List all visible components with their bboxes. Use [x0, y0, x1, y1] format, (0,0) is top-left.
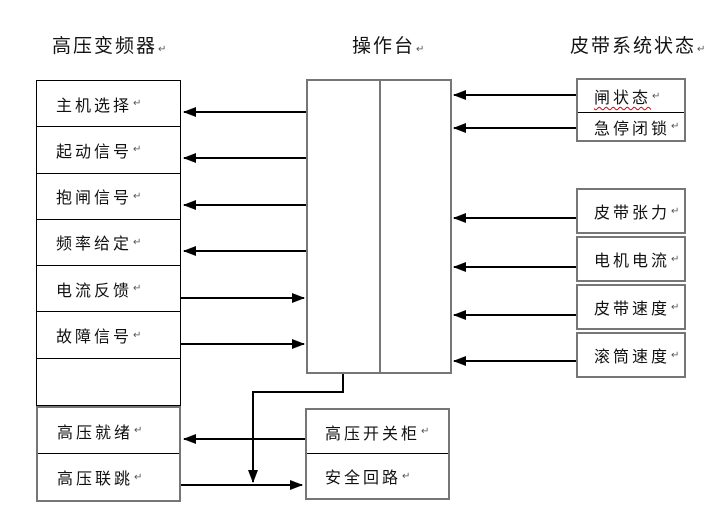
console-divider — [379, 81, 381, 372]
hv-ready-trip-box: 高压就绪↵ 高压联跳↵ — [36, 406, 181, 502]
paragraph-mark: ↵ — [133, 98, 142, 110]
header-label: 操作台 — [352, 36, 416, 57]
paragraph-mark: ↵ — [133, 329, 142, 341]
box-host-select: 主机选择↵ — [37, 81, 180, 128]
paragraph-mark: ↵ — [416, 44, 425, 55]
box-label: 故障信号 — [56, 329, 133, 347]
box-label: 安全回路 — [325, 470, 402, 487]
box-label: 电机电流 — [594, 253, 671, 270]
box-label: 高压开关柜 — [325, 425, 421, 443]
header-belt-status: 皮带系统状态↵ — [570, 31, 705, 58]
box-hv-interlock-trip: 高压联跳↵ — [38, 454, 179, 500]
paragraph-mark: ↵ — [134, 471, 143, 483]
gate-estop-box: 闸状态↵ 急停闭锁↵ — [576, 78, 686, 142]
box-safety-loop: 安全回路↵ — [307, 454, 448, 498]
box-label: 滚筒速度 — [594, 349, 671, 366]
box-label: 闸状态 — [594, 90, 652, 107]
paragraph-mark: ↵ — [671, 121, 680, 132]
box-current-feedback: 电流反馈↵ — [37, 266, 180, 313]
switchgear-safety-box: 高压开关柜↵ 安全回路↵ — [305, 408, 450, 500]
paragraph-mark: ↵ — [697, 44, 706, 55]
box-label: 频率给定 — [56, 236, 133, 254]
header-label: 高压变频器 — [52, 36, 158, 57]
box-gate-status: 闸状态↵ — [578, 80, 684, 113]
box-label: 主机选择 — [56, 97, 133, 115]
header-hv-inverter: 高压变频器↵ — [52, 31, 166, 58]
paragraph-mark: ↵ — [134, 425, 143, 436]
box-belt-tension: 皮带张力↵ — [576, 188, 686, 234]
paragraph-mark: ↵ — [133, 236, 142, 248]
box-label: 皮带速度 — [594, 301, 671, 318]
box-fault-signal: 故障信号↵ — [37, 312, 180, 359]
box-label: 起动信号 — [56, 143, 133, 161]
header-console: 操作台↵ — [352, 31, 424, 58]
paragraph-mark: ↵ — [671, 301, 680, 313]
box-drum-speed: 滚筒速度↵ — [576, 332, 686, 378]
paragraph-mark: ↵ — [133, 144, 142, 156]
box-start-signal: 起动信号↵ — [37, 127, 180, 174]
box-empty-cell — [37, 359, 180, 405]
hv-inverter-signal-stack: 主机选择↵ 起动信号↵ 抱闸信号↵ 频率给定↵ 电流反馈↵ 故障信号↵ — [36, 80, 181, 406]
paragraph-mark: ↵ — [133, 283, 142, 295]
paragraph-mark: ↵ — [402, 470, 411, 482]
box-motor-current: 电机电流↵ — [576, 236, 686, 282]
paragraph-mark: ↵ — [158, 44, 167, 55]
paragraph-mark: ↵ — [652, 90, 661, 102]
header-label: 皮带系统状态 — [570, 36, 697, 57]
box-hv-switchgear: 高压开关柜↵ — [307, 410, 448, 454]
box-belt-speed: 皮带速度↵ — [576, 284, 686, 330]
console-box — [306, 79, 452, 374]
paragraph-mark: ↵ — [671, 253, 680, 265]
box-label: 高压联跳 — [57, 471, 134, 488]
paragraph-mark: ↵ — [133, 190, 142, 202]
paragraph-mark: ↵ — [671, 349, 680, 361]
box-brake-signal: 抱闸信号↵ — [37, 174, 180, 220]
box-label: 高压就绪 — [57, 424, 134, 442]
box-label: 抱闸信号 — [56, 190, 133, 208]
box-label: 急停闭锁 — [594, 120, 671, 138]
box-hv-ready: 高压就绪↵ — [38, 408, 179, 454]
box-estop-lock: 急停闭锁↵ — [578, 113, 684, 140]
box-label: 电流反馈 — [56, 282, 133, 300]
box-frequency-setpoint: 频率给定↵ — [37, 220, 180, 267]
paragraph-mark: ↵ — [421, 426, 430, 437]
box-label: 皮带张力 — [594, 205, 671, 222]
paragraph-mark: ↵ — [671, 205, 680, 217]
